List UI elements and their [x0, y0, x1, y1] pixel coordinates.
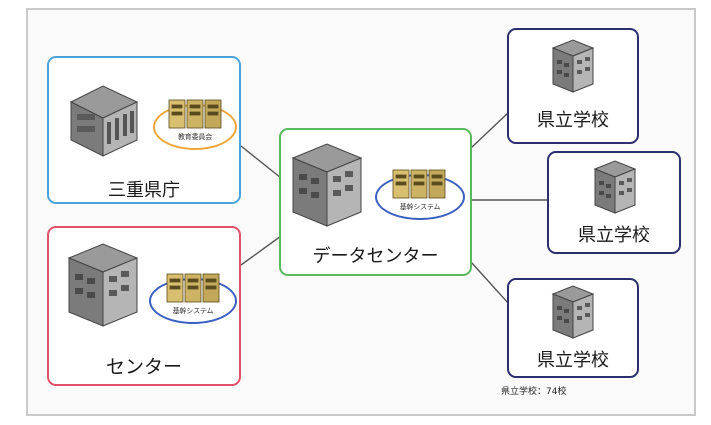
data-center-label: データセンター	[312, 246, 439, 267]
link-center-datacenter	[240, 235, 282, 266]
center-label: センター	[105, 356, 182, 378]
core-system-label-datacenter: 基幹システム	[399, 203, 441, 211]
school-label: 県立学校	[578, 225, 650, 246]
education-board-label: 教育委員会	[178, 133, 212, 141]
school-label: 県立学校	[537, 110, 609, 131]
government-building-icon	[69, 85, 139, 157]
server-rack-icon	[166, 273, 220, 303]
node-center: 基幹システム センター	[47, 226, 241, 386]
link-datacenter-school-3	[470, 261, 510, 305]
mie-prefecture-label: 三重県庁	[108, 180, 180, 201]
core-system-oval-datacenter: 基幹システム	[375, 169, 465, 220]
school-building-icon	[593, 160, 637, 214]
server-rack-icon	[392, 169, 446, 199]
core-system-oval-center: 基幹システム	[149, 273, 237, 324]
node-data-center: 基幹システム データセンター	[279, 128, 472, 276]
building-icon	[67, 243, 139, 327]
node-school-3: 県立学校	[507, 278, 639, 378]
node-school-1: 県立学校	[507, 28, 639, 144]
node-school-2: 県立学校	[547, 151, 681, 254]
node-mie-prefecture: 教育委員会 三重県庁	[47, 56, 241, 204]
building-icon	[291, 143, 363, 227]
link-prefecture-datacenter	[240, 145, 282, 179]
school-label: 県立学校	[537, 350, 609, 371]
server-rack-icon	[168, 99, 222, 129]
education-board-oval: 教育委員会	[153, 99, 237, 150]
school-building-icon	[551, 285, 595, 339]
link-datacenter-school-1	[470, 111, 510, 149]
school-building-icon	[551, 39, 595, 93]
school-count-note: 県立学校：74校	[501, 387, 567, 397]
core-system-label-center: 基幹システム	[172, 307, 214, 315]
